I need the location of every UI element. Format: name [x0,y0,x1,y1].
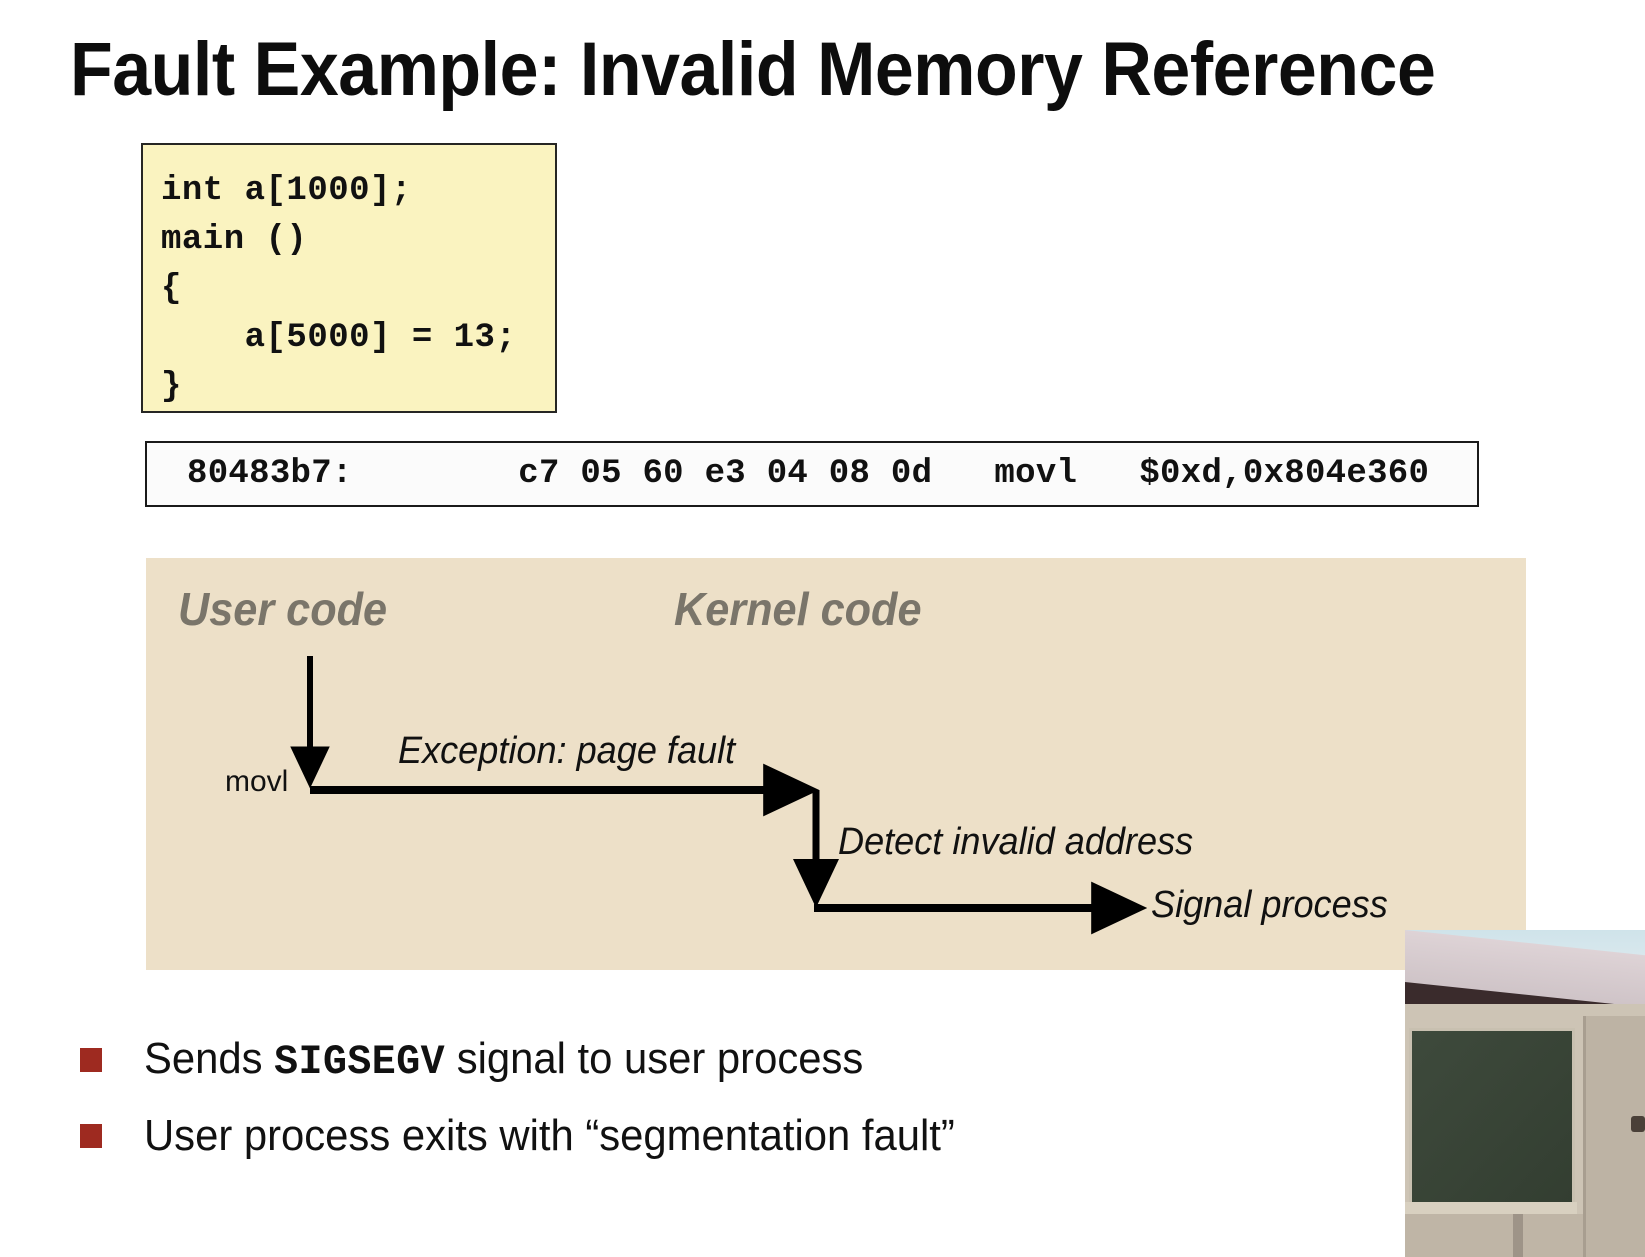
square-bullet-icon [80,1124,102,1148]
flow-label-signal-process: Signal process [1151,884,1388,926]
flow-arrows [290,656,1148,935]
overlay-door-handle [1631,1116,1645,1132]
disassembly-line: 80483b7: c7 05 60 e3 04 08 0d movl $0xd,… [187,455,1430,493]
list-item: User process exits with “segmentation fa… [80,1098,1380,1174]
bullet-text-segfault: User process exits with “segmentation fa… [144,1111,955,1160]
overlay-post [1513,1214,1523,1257]
overlay-chalkboard [1409,1028,1575,1206]
lane-label-kernel-code: Kernel code [674,583,922,635]
overlay-chalk-tray [1405,1202,1577,1214]
square-bullet-icon [80,1048,102,1072]
bullet-part: Sends [144,1034,275,1083]
video-overlay-thumbnail[interactable] [1405,930,1645,1257]
code-line: int a[1000]; [161,172,412,210]
overlay-side-panel [1583,1016,1645,1257]
signal-name: SIGSEGV [274,1038,446,1086]
code-line: main () [161,221,308,259]
page-title: Fault Example: Invalid Memory Reference [70,27,1436,112]
flow-label-detect-invalid-address: Detect invalid address [838,821,1194,863]
bullet-list: Sends SIGSEGV signal to user process Use… [80,1022,1380,1174]
movl-instruction-label: movl [225,765,289,798]
code-line: a[5000] = 13; [161,319,517,357]
overlay-lower-wall [1405,1214,1583,1257]
list-item: Sends SIGSEGV signal to user process [80,1022,1380,1098]
disassembly-block: 80483b7: c7 05 60 e3 04 08 0d movl $0xd,… [145,441,1479,507]
bullet-part: signal to user process [445,1034,864,1083]
lane-label-user-code: User code [178,583,388,635]
flow-label-exception: Exception: page fault [398,730,736,772]
code-line: } [161,368,182,406]
c-code-block: int a[1000]; main () { a[5000] = 13; } [141,143,557,413]
code-line: { [161,270,182,308]
bullet-text-sigsegv: Sends SIGSEGV signal to user process [144,1034,863,1086]
control-flow-diagram: User code Kernel code movl Exception: pa… [146,558,1526,970]
